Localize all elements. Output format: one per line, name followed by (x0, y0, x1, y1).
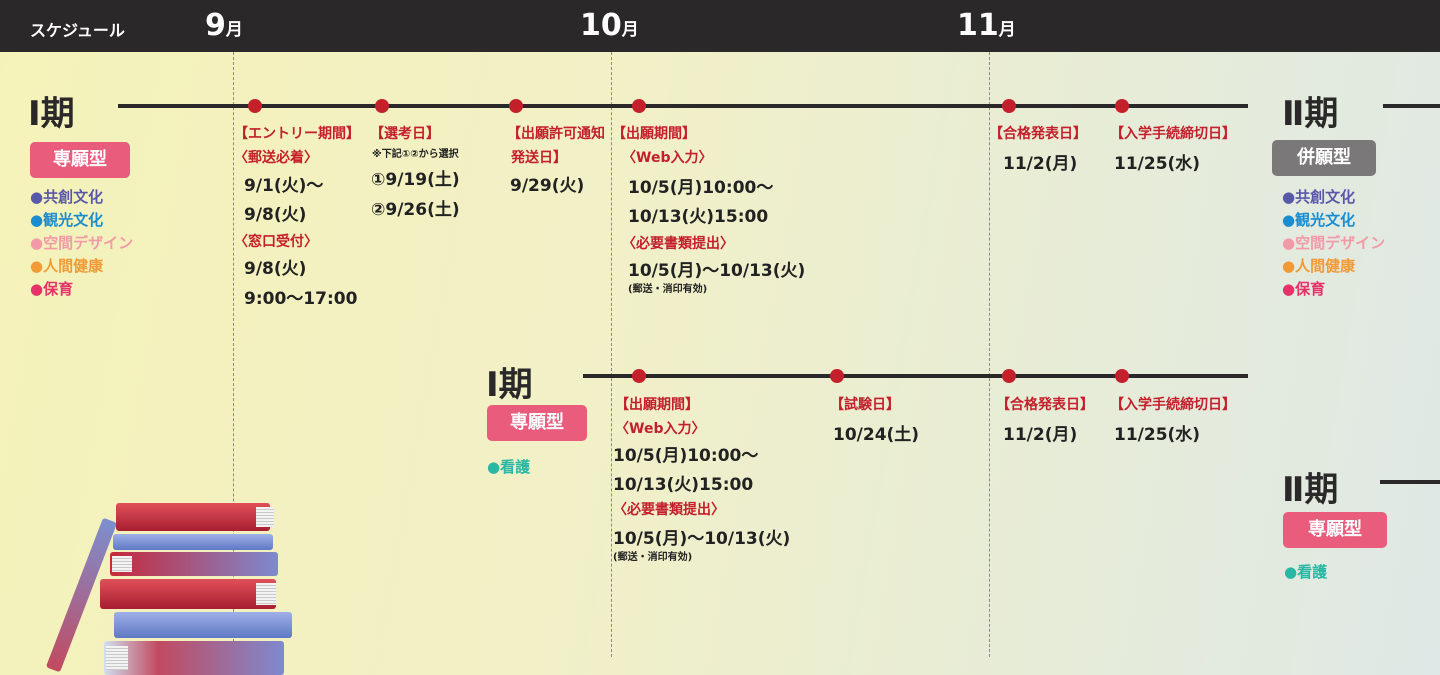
row1-apply-heading: 【出願期間】 (612, 126, 696, 142)
row1-permit-date: 9/29(火) (510, 176, 585, 196)
dept-item: ●観光文化 (30, 211, 104, 229)
side2-type-badge: 専願型 (1283, 512, 1387, 548)
book (110, 552, 278, 576)
row1-apply-web-end: 10/13(火)15:00 (628, 207, 769, 227)
dept-item: ●観光文化 (1282, 211, 1356, 229)
dept-item: ●人間健康 (1282, 257, 1356, 275)
header-title: スケジュール (30, 21, 125, 40)
book (100, 579, 276, 609)
row1-apply-docs-period: 10/5(月)〜10/13(火) (628, 261, 806, 281)
month-divider-october (611, 52, 612, 657)
row1-entry-window-time: 9:00〜17:00 (244, 289, 358, 309)
row1-entry-window-date: 9/8(火) (244, 259, 307, 279)
row2-apply-web-start: 10/5(月)10:00〜 (613, 446, 759, 466)
row1-permit-heading: 【出願許可通知 (507, 126, 605, 142)
row2-apply-marker (632, 369, 646, 383)
side1-dept-list: ●共創文化 ●観光文化 ●空間デザイン ●人間健康 ●保育 (1282, 186, 1385, 301)
row2-deadline-marker (1115, 369, 1129, 383)
book (114, 612, 292, 638)
row1-deadline-date: 11/25(水) (1114, 154, 1201, 174)
side1-timeline-line (1383, 104, 1440, 108)
row2-apply-web-label: 〈Web入力〉 (615, 421, 706, 437)
row1-selection-heading: 【選考日】 (370, 126, 440, 142)
row1-entry-window-label: 〈窓口受付〉 (234, 234, 318, 250)
row1-type-badge: 専願型 (30, 142, 130, 178)
row1-entry-mail-label: 〈郵送必着〉 (234, 150, 318, 166)
row2-apply-docs-period: 10/5(月)〜10/13(火) (613, 529, 791, 549)
book-pages (256, 583, 276, 605)
row2-apply-web-end: 10/13(火)15:00 (613, 475, 754, 495)
dept-item: ●空間デザイン (1282, 234, 1386, 252)
row2-result-marker (1002, 369, 1016, 383)
month-november: 11月 (957, 8, 1016, 43)
row2-apply-docs-note: (郵送・消印有効) (613, 552, 693, 563)
month-divider-november (989, 52, 990, 657)
book-pages (112, 556, 132, 572)
side2-timeline-line (1380, 480, 1440, 484)
side1-phase-title: Ⅱ期 (1282, 94, 1339, 134)
dept-item: ●保育 (1282, 280, 1326, 298)
book-pages (256, 507, 274, 527)
row2-dept-list: ●看護 (487, 456, 530, 479)
row1-apply-docs-label: 〈必要書類提出〉 (622, 236, 734, 252)
dept-item: ●人間健康 (30, 257, 104, 275)
row1-selection-marker (375, 99, 389, 113)
row1-phase-title: Ⅰ期 (28, 94, 75, 134)
book-pages (106, 646, 128, 670)
dept-item: ●看護 (487, 458, 531, 476)
row1-apply-marker (632, 99, 646, 113)
row2-apply-docs-label: 〈必要書類提出〉 (613, 502, 725, 518)
row1-entry-mail-end: 9/8(火) (244, 205, 307, 225)
row1-deadline-heading: 【入学手続締切日】 (1110, 126, 1236, 142)
side2-phase-title: Ⅱ期 (1282, 470, 1339, 510)
row1-result-heading: 【合格発表日】 (989, 126, 1087, 142)
row1-apply-web-label: 〈Web入力〉 (622, 150, 713, 166)
row2-timeline-line (583, 374, 1248, 378)
row1-entry-mail-start: 9/1(火)〜 (244, 176, 324, 196)
row2-apply-heading: 【出願期間】 (615, 397, 699, 413)
row1-entry-marker (248, 99, 262, 113)
row2-result-date: 11/2(月) (1003, 425, 1078, 445)
dept-item: ●共創文化 (1282, 188, 1356, 206)
book (113, 534, 273, 550)
row1-apply-docs-note: (郵送・消印有効) (628, 284, 708, 295)
row1-permit-marker (509, 99, 523, 113)
row2-deadline-date: 11/25(水) (1114, 425, 1201, 445)
row1-deadline-marker (1115, 99, 1129, 113)
dept-item: ●共創文化 (30, 188, 104, 206)
row2-phase-title: Ⅰ期 (486, 365, 533, 405)
month-october: 10月 (580, 8, 639, 43)
row2-result-heading: 【合格発表日】 (996, 397, 1094, 413)
side1-type-badge: 併願型 (1272, 140, 1376, 176)
row1-timeline-line (118, 104, 1248, 108)
row1-apply-web-start: 10/5(月)10:00〜 (628, 178, 774, 198)
row1-selection-date-1: ①9/19(土) (371, 170, 460, 190)
row1-permit-heading-2: 発送日】 (511, 150, 567, 166)
dept-item: ●看護 (1284, 563, 1328, 581)
row2-type-badge: 専願型 (487, 405, 587, 441)
row1-result-date: 11/2(月) (1003, 154, 1078, 174)
row2-exam-heading: 【試験日】 (830, 397, 900, 413)
dept-item: ●空間デザイン (30, 234, 134, 252)
book (104, 641, 284, 675)
row1-selection-date-2: ②9/26(土) (371, 200, 460, 220)
dept-item: ●保育 (30, 280, 74, 298)
side2-dept-list: ●看護 (1284, 561, 1327, 584)
row1-entry-heading: 【エントリー期間】 (234, 126, 360, 142)
month-september: 9月 (205, 8, 243, 43)
row1-selection-note: ※下記①②から選択 (372, 149, 459, 160)
schedule-header: スケジュール 9月 10月 11月 (0, 0, 1440, 52)
book (116, 503, 270, 531)
row2-exam-marker (830, 369, 844, 383)
row1-result-marker (1002, 99, 1016, 113)
month-divider-september (233, 52, 234, 657)
row1-dept-list: ●共創文化 ●観光文化 ●空間デザイン ●人間健康 ●保育 (30, 186, 133, 301)
row2-deadline-heading: 【入学手続締切日】 (1110, 397, 1236, 413)
row2-exam-date: 10/24(土) (833, 425, 920, 445)
